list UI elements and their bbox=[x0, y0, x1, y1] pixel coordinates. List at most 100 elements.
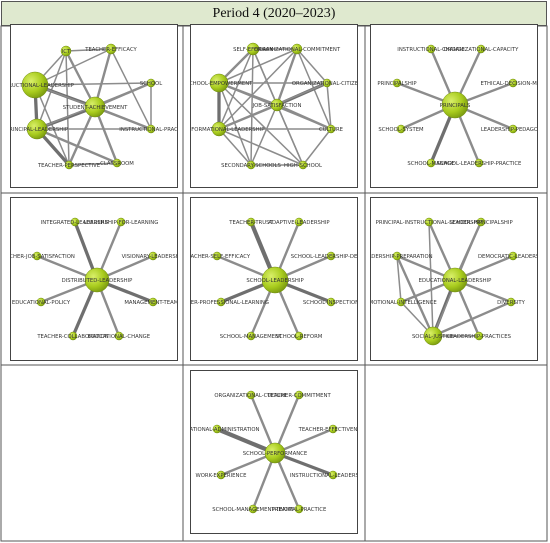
network-node bbox=[508, 251, 518, 261]
network-edge bbox=[275, 103, 333, 131]
node-label: LEADERSHIP-PRACTICES bbox=[447, 334, 512, 340]
network-node bbox=[70, 217, 80, 227]
network-node bbox=[424, 217, 434, 227]
node-label: DISTRIBUTED-LEADERSHIP bbox=[62, 278, 133, 284]
network-node bbox=[212, 424, 222, 434]
network-node bbox=[116, 217, 126, 227]
node-label: DIVERSITY bbox=[497, 300, 525, 306]
node-label: MANAGEMENT-TEAMS bbox=[124, 300, 178, 306]
network-node bbox=[114, 331, 124, 341]
node-label: ORGANIZATIONAL-CITIZEN bbox=[292, 81, 358, 87]
network-graph: ICTTEACHER-EFFICACYINSTRUCTIONAL-LEADERS… bbox=[11, 43, 178, 170]
node-label: STUDENT-ACHIEVEMENT bbox=[63, 105, 128, 111]
network-node bbox=[148, 251, 158, 261]
network-node bbox=[508, 124, 518, 134]
network-edge bbox=[34, 48, 112, 86]
network-edge bbox=[431, 300, 513, 338]
network-edge bbox=[249, 393, 277, 455]
network-panel-5: TEACHER-TRUSTADAPTIVE-LEADERSHIPTEACHER-… bbox=[190, 197, 358, 361]
node-label: TEACHER-SELF-EFFICACY bbox=[191, 254, 251, 260]
node-label: INSTRUCTIONAL-LEADERSHIP-BE bbox=[290, 473, 358, 479]
node-label: ORGANIZATIONAL-CAPACITY bbox=[444, 47, 519, 53]
network-edge bbox=[218, 128, 304, 166]
network-node bbox=[474, 331, 484, 341]
node-label: SCHOOL-EMPOWERMENT bbox=[191, 81, 253, 87]
network-node bbox=[298, 160, 308, 170]
network-edge bbox=[67, 105, 97, 167]
node-label: SECONDARY-SCHOOLS bbox=[221, 163, 281, 169]
network-edge bbox=[68, 162, 118, 166]
network-edge bbox=[218, 128, 252, 166]
network-edge bbox=[273, 451, 335, 477]
network-node bbox=[148, 297, 158, 307]
network-node bbox=[396, 297, 406, 307]
node-label: EDUCATIONAL-ADMINISTRATION bbox=[191, 427, 260, 433]
network-edge bbox=[275, 47, 299, 107]
network-edge bbox=[218, 82, 252, 166]
node-label: SOCIAL-JUSTICE bbox=[412, 334, 455, 340]
node-label: SCHOOL-MANAGEMENT-TEAMS bbox=[212, 507, 294, 513]
network-graph: INTEGRATED-LEADERSHIPLEADERSHIP-FOR-LEAR… bbox=[11, 217, 178, 341]
node-label: PRINCIPALS bbox=[440, 103, 471, 109]
node-label: INSTRUCTIONAL-PRACTI bbox=[119, 127, 178, 133]
network-node bbox=[248, 504, 258, 514]
network-node bbox=[441, 91, 469, 119]
node-label: HIGH-SCHOOL bbox=[284, 163, 322, 169]
network-graph: TEACHER-TRUSTADAPTIVE-LEADERSHIPTEACHER-… bbox=[191, 217, 358, 341]
network-node bbox=[60, 45, 72, 57]
node-label: SCHOOL-LEADERSHIP-DEVELO bbox=[291, 254, 358, 260]
network-edge bbox=[218, 48, 298, 84]
node-label: SCHOOL-INSPECTION bbox=[303, 300, 358, 306]
network-node bbox=[32, 251, 42, 261]
network-node bbox=[21, 71, 49, 99]
network-node bbox=[261, 266, 289, 294]
network-node bbox=[322, 78, 332, 88]
node-label: INSTRUCTIONAL-LEADERSHIP bbox=[11, 83, 75, 89]
network-node bbox=[392, 251, 402, 261]
network-edge bbox=[302, 128, 332, 166]
network-edge bbox=[64, 49, 97, 109]
node-label: EDUCATIONAL-LEADERSHIP bbox=[419, 278, 492, 284]
network-edge bbox=[428, 221, 434, 337]
network-node bbox=[26, 118, 48, 140]
node-label: PRINCIPALSHIP bbox=[377, 81, 417, 87]
network-node bbox=[246, 42, 260, 56]
network-node bbox=[212, 251, 222, 261]
network-node bbox=[84, 96, 106, 118]
network-edge bbox=[395, 254, 435, 338]
node-label: LEADERSHIP-PEDAGOGY bbox=[481, 127, 538, 133]
network-node bbox=[294, 390, 304, 400]
node-label: EDUCATIONAL-CHANGE bbox=[88, 334, 151, 340]
network-node bbox=[328, 424, 338, 434]
network-node bbox=[328, 470, 338, 480]
network-node bbox=[476, 44, 486, 54]
network-node bbox=[105, 43, 117, 55]
node-label: CULTURE bbox=[319, 127, 344, 133]
node-label: PRINCIPAL-INSTRUCTIONAL-LEADERSHIP bbox=[376, 220, 484, 226]
network-node bbox=[216, 470, 226, 480]
network-node bbox=[326, 251, 336, 261]
node-label: SCHOOL-PERFORMANCE bbox=[243, 451, 308, 457]
network-node bbox=[64, 160, 74, 170]
network-edge bbox=[218, 82, 304, 166]
node-label: VISIONARY-LEADERSHIP bbox=[122, 254, 178, 260]
network-node bbox=[506, 297, 516, 307]
network-node bbox=[264, 442, 286, 464]
node-label: TEACHER-TRUST bbox=[228, 220, 273, 226]
network-node bbox=[392, 78, 402, 88]
node-label: SELF-EFFICACY bbox=[233, 47, 273, 53]
node-label: SCHOOL-LEADERSHIP-PRACTICE bbox=[437, 161, 522, 167]
node-label: PRINCIPAL-PRACTICE bbox=[272, 507, 327, 513]
network-node bbox=[246, 331, 256, 341]
network-node bbox=[84, 267, 110, 293]
node-label: SCHOOL-MANAGE bbox=[407, 161, 455, 167]
node-label: EDUCATIONAL-POLICY bbox=[12, 300, 71, 306]
network-node bbox=[146, 78, 156, 88]
network-node bbox=[326, 124, 336, 134]
network-node bbox=[68, 331, 78, 341]
